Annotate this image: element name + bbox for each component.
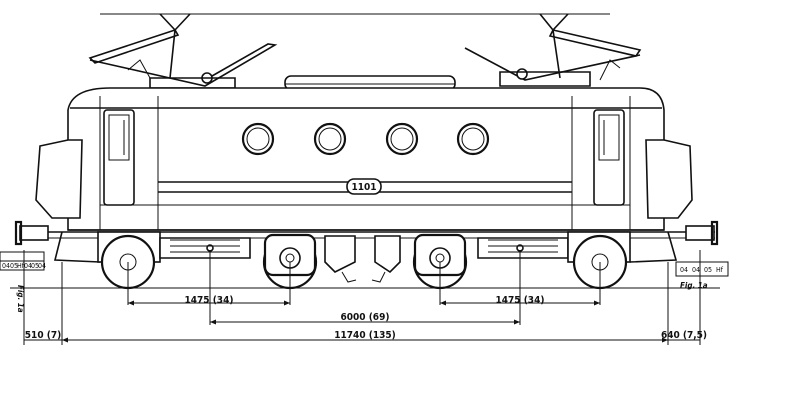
pantograph-left xyxy=(88,13,278,89)
scale-mark: 04 xyxy=(680,266,688,274)
locomotive-body: 1101 xyxy=(35,87,693,231)
number-plate xyxy=(346,178,382,195)
bogie-right xyxy=(371,231,631,290)
dim-bogie-centers: 6000 (69) xyxy=(341,312,390,323)
buffer-left xyxy=(19,225,49,241)
dim-bogie-right: 1475 (34) xyxy=(496,295,545,306)
dimension-labels: 1475 (34) 1475 (34) 6000 (69) 11740 (135… xyxy=(25,295,707,341)
dim-length-over-body: 11740 (135) xyxy=(334,330,395,341)
porthole-windows xyxy=(241,122,490,156)
scale-mark: 04 xyxy=(38,262,46,270)
scale-mark: 05 xyxy=(31,262,39,270)
scale-mark: 05 xyxy=(704,266,712,274)
dim-bogie-left: 1475 (34) xyxy=(185,295,234,306)
dim-overhang-right: 640 (7,5) xyxy=(661,330,707,341)
scale-mark: 04 xyxy=(2,262,10,270)
scale-mark: Hf xyxy=(716,266,724,274)
scale-mark: 04 xyxy=(692,266,700,274)
figure-label-right: Fig. 1a xyxy=(680,281,708,290)
dim-overhang-left: 510 (7) xyxy=(25,330,61,341)
scale-mark: Hf xyxy=(17,262,25,270)
buffer-right xyxy=(685,225,715,241)
pantograph-right xyxy=(464,13,642,87)
dimension-lines xyxy=(23,250,701,345)
right-margin-annotations: 04 04 05 Hf Fig. 1a xyxy=(675,261,729,290)
loco-number: 1101 xyxy=(351,182,376,193)
figure-label-left: Fig. 1a xyxy=(16,285,25,313)
scale-mark: 05 xyxy=(10,262,18,270)
bogie-left xyxy=(97,231,357,290)
left-margin-annotations: 04 05 Hf 04 05 04 Fig. 1a xyxy=(0,251,46,313)
scale-mark: 04 xyxy=(24,262,32,270)
